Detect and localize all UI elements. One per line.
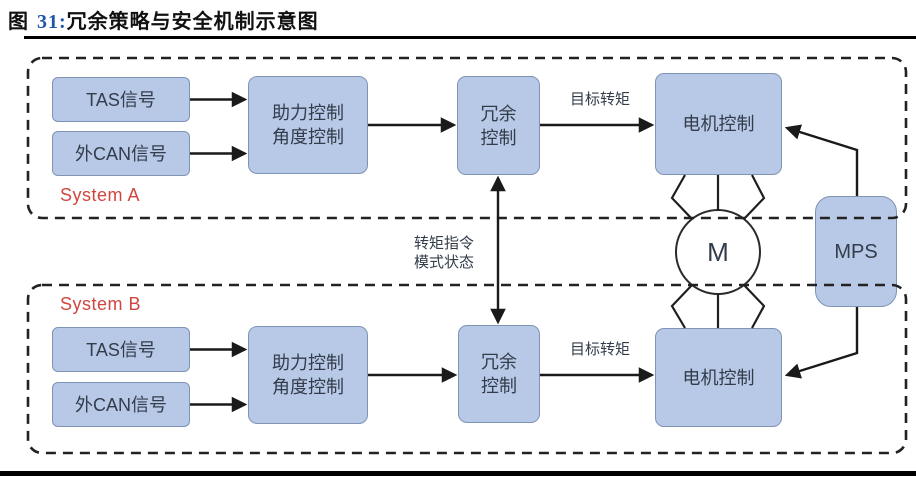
assist-angle-control-box-b: 助力控制 角度控制 bbox=[248, 326, 368, 424]
assist-control-label-a: 助力控制 bbox=[272, 103, 344, 123]
target-torque-label-a: 目标转矩 bbox=[569, 91, 630, 108]
mps-label: MPS bbox=[834, 240, 878, 263]
redundancy-control-box-a: 冗余 控制 bbox=[457, 76, 540, 175]
angle-control-label-a: 角度控制 bbox=[272, 127, 344, 147]
tas-signal-box-a: TAS信号 bbox=[52, 77, 190, 122]
motor-circle: M bbox=[675, 209, 761, 295]
figure-label-prefix: 图 bbox=[8, 11, 29, 33]
redundancy-control-box-b: 冗余 控制 bbox=[458, 325, 540, 423]
motor-control-label-b: 电机控制 bbox=[682, 367, 755, 388]
title-rule bbox=[24, 36, 916, 39]
angle-control-label-b: 角度控制 bbox=[272, 377, 344, 397]
motor-label: M bbox=[707, 236, 729, 267]
bottom-rule bbox=[0, 471, 916, 476]
figure-number: 31 bbox=[37, 11, 59, 33]
system-a-label: System A bbox=[60, 185, 141, 205]
tas-signal-label-b: TAS信号 bbox=[86, 339, 156, 360]
can-signal-label-b: 外CAN信号 bbox=[74, 394, 167, 415]
assist-angle-control-box-a: 助力控制 角度控制 bbox=[248, 76, 368, 174]
can-signal-label-a: 外CAN信号 bbox=[74, 143, 167, 164]
tas-signal-box-b: TAS信号 bbox=[52, 327, 190, 372]
motor-control-box-a: 电机控制 bbox=[655, 73, 782, 175]
torque-command-line: 转矩指令 bbox=[413, 235, 474, 252]
figure-colon: : bbox=[59, 11, 67, 33]
assist-control-label-b: 助力控制 bbox=[272, 353, 344, 373]
redundancy-label2-a: 控制 bbox=[480, 127, 517, 148]
system-b-label: System B bbox=[60, 294, 142, 314]
tas-signal-label-a: TAS信号 bbox=[86, 89, 156, 110]
motor-control-label-a: 电机控制 bbox=[682, 114, 755, 134]
can-signal-box-b: 外CAN信号 bbox=[52, 382, 190, 427]
redundancy-label2-b: 控制 bbox=[481, 376, 517, 396]
mps-box: MPS bbox=[815, 196, 897, 307]
torque-command-mode-label: 转矩指令 模式状态 bbox=[398, 234, 490, 272]
target-torque-label-b: 目标转矩 bbox=[569, 341, 630, 358]
figure-title-text: 冗余策略与安全机制示意图 bbox=[66, 11, 319, 33]
figure-title: 图 31:冗余策略与安全机制示意图 bbox=[8, 5, 319, 34]
redundancy-label1-b: 冗余 bbox=[481, 352, 517, 372]
mode-status-line: 模式状态 bbox=[413, 254, 474, 271]
motor-control-box-b: 电机控制 bbox=[655, 328, 782, 427]
can-signal-box-a: 外CAN信号 bbox=[52, 131, 190, 176]
redundancy-label1-a: 冗余 bbox=[480, 103, 517, 124]
